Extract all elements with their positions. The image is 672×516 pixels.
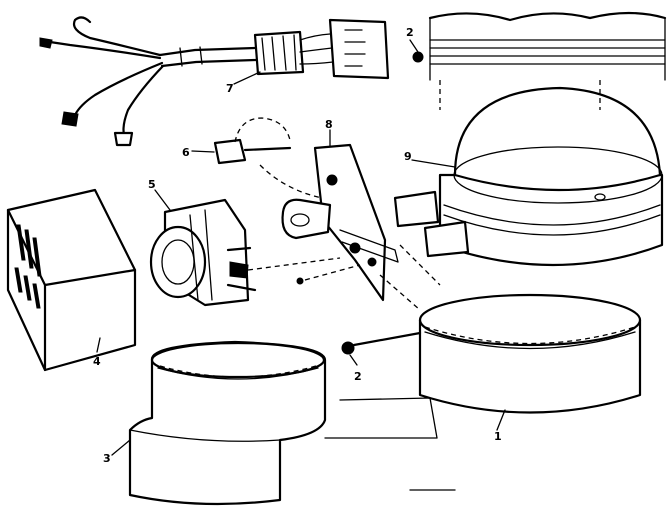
callout-3: 3 [103, 452, 111, 465]
part-6-thermal-fuse [213, 117, 323, 199]
callout-2-top: 2 [406, 26, 414, 39]
top-duct-section [428, 11, 667, 110]
callout-9: 9 [404, 150, 412, 163]
callout-4: 4 [93, 355, 101, 368]
part-9-dome-housing [393, 86, 664, 267]
outline-connector-lines [324, 397, 456, 491]
callout-5: 5 [148, 178, 156, 191]
part-5-motor [149, 198, 257, 307]
callout-2-bottom: 2 [354, 370, 362, 383]
callout-7: 7 [226, 82, 234, 95]
part-8-mounting-bracket [281, 143, 399, 302]
fastener-alignment-lines [247, 244, 441, 311]
part-2-screw-top [412, 51, 424, 63]
part-3-duct-adapter [128, 340, 327, 506]
vent-slots [14, 224, 42, 309]
part-2-screw-bottom [341, 331, 422, 355]
callout-8: 8 [325, 118, 333, 131]
callout-6: 6 [182, 146, 190, 159]
part-7-wiring-harness [39, 16, 390, 147]
part-1-lower-ring [418, 293, 642, 414]
callout-1: 1 [494, 430, 502, 443]
callout-leaders [96, 39, 506, 456]
part-4-control-box [6, 188, 137, 372]
